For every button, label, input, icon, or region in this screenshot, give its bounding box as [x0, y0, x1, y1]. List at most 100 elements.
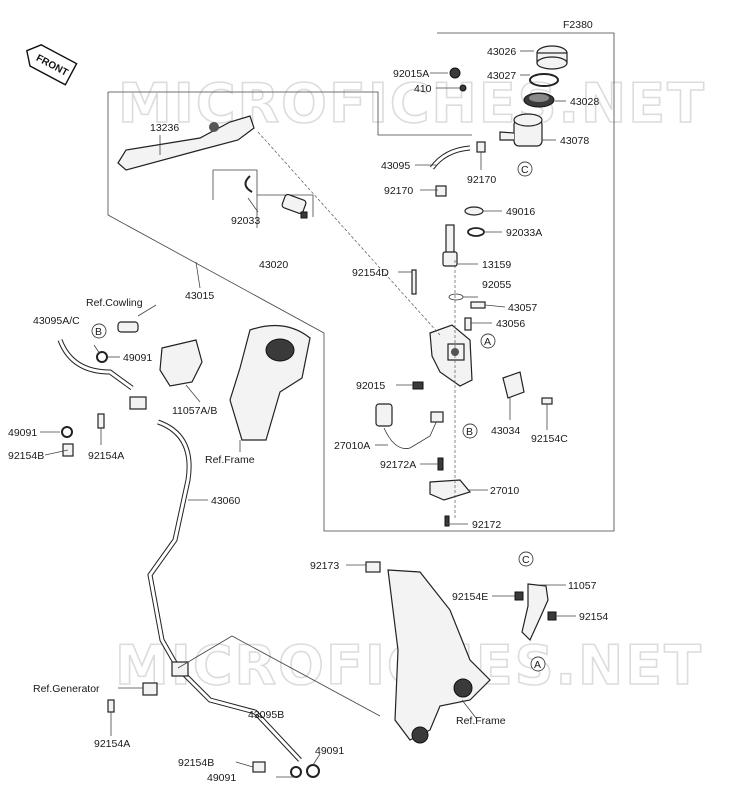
washer-49091a [96, 351, 108, 363]
label-92154: 92154 [579, 611, 608, 623]
callout-b-right: B [462, 423, 478, 439]
svg-text:B: B [466, 426, 473, 438]
label-92172: 92172 [472, 519, 501, 531]
clip-410 [459, 84, 467, 92]
clamp-92170b [435, 185, 447, 197]
screw-92172A [437, 457, 444, 471]
circlip-92033A [467, 227, 485, 237]
label-43060: 43060 [211, 495, 240, 507]
assembly-frame-top [108, 91, 472, 136]
bracket-11057 [521, 583, 549, 642]
label-43056: 43056 [496, 318, 525, 330]
svg-text:A: A [534, 659, 541, 671]
watermark-top: MICROFICHES.NET [118, 72, 706, 135]
label-11057: 11057 [568, 580, 597, 592]
diagram-id: F2380 [563, 19, 593, 31]
label-43015: 43015 [185, 290, 214, 302]
hose-43095AC [57, 339, 134, 391]
pivot-43020 [281, 193, 308, 219]
label-92154A-lower: 92154A [94, 738, 130, 750]
bolt-92154 [547, 611, 557, 621]
clutch-lever-13236 [117, 115, 255, 171]
fitting-ref-generator [142, 682, 158, 696]
washer-49091d [290, 766, 302, 778]
frame-part [387, 569, 491, 744]
bolt-92154C [541, 397, 553, 405]
label-410: 410 [414, 83, 432, 95]
svg-text:C: C [521, 164, 529, 176]
label-43078: 43078 [560, 135, 589, 147]
label-92015: 92015 [356, 380, 385, 392]
label-92172A: 92172A [380, 459, 416, 471]
label-92033: 92033 [231, 215, 260, 227]
bolt-92154D [411, 269, 417, 295]
label-49091-b: 49091 [8, 427, 37, 439]
label-ref-cowling: Ref.Cowling [86, 297, 143, 309]
front-arrow-icon: FRONT [26, 44, 78, 86]
label-27010A: 27010A [334, 440, 370, 452]
label-ref-frame-upper: Ref.Frame [205, 454, 255, 466]
label-43057: 43057 [508, 302, 537, 314]
clamp-92170 [476, 141, 486, 153]
label-13236: 13236 [150, 122, 179, 134]
bolt-92154A-lower [107, 699, 115, 713]
callout-a-upper: A [480, 333, 496, 349]
label-43027: 43027 [487, 70, 516, 82]
label-92170-b: 92170 [467, 174, 496, 186]
label-92154B-lower: 92154B [178, 757, 214, 769]
bleeder-43057 [470, 301, 486, 309]
label-27010: 27010 [490, 485, 519, 497]
label-43026: 43026 [487, 46, 516, 58]
label-13159: 13159 [482, 259, 511, 271]
cap-43056 [464, 317, 472, 331]
cap-gasket [529, 73, 559, 87]
callout-c-lower: C [518, 551, 534, 567]
reservoir [499, 113, 543, 147]
washer-49091c [306, 764, 320, 778]
reservoir-cap [536, 45, 568, 70]
label-43028: 43028 [570, 96, 599, 108]
callout-b-left: B [91, 323, 107, 339]
callout-a-lower: A [530, 656, 546, 672]
label-11057AB: 11057A/B [172, 405, 217, 417]
label-43095: 43095 [381, 160, 410, 172]
label-ref-generator: Ref.Generator [33, 683, 100, 695]
label-ref-frame-lower: Ref.Frame [456, 715, 506, 727]
label-92154B: 92154B [8, 450, 44, 462]
label-92033A: 92033A [506, 227, 542, 239]
bolt-ref-cowling [117, 321, 139, 333]
hose-joint [171, 661, 189, 677]
label-43095B: 43095B [248, 709, 284, 721]
screw-92015 [412, 381, 424, 390]
diaphragm [523, 92, 555, 108]
label-92154A: 92154A [88, 450, 124, 462]
label-92055: 92055 [482, 279, 511, 291]
label-49091-d: 49091 [315, 745, 344, 757]
switch-27010A [375, 403, 444, 449]
label-92154E: 92154E [452, 591, 488, 603]
washer-49091b [61, 426, 73, 438]
svg-text:B: B [95, 326, 102, 338]
clamp-43034 [502, 371, 525, 399]
master-cylinder-body [429, 324, 473, 387]
callout-c-upper: C [517, 161, 533, 177]
switch-27010 [429, 479, 472, 501]
bolt-92154B-lower [252, 761, 266, 773]
oring-92055 [448, 293, 464, 301]
label-92015A: 92015A [393, 68, 429, 80]
joint-block [129, 396, 147, 410]
label-49091-a: 49091 [123, 352, 152, 364]
label-43020: 43020 [259, 259, 288, 271]
label-92154C: 92154C [531, 433, 568, 445]
screw-92172 [444, 515, 450, 527]
label-92154D: 92154D [352, 267, 389, 279]
bracket-11057AB [159, 339, 203, 387]
bolt-92154A [97, 413, 105, 429]
washer-49016 [464, 206, 484, 216]
label-43095AC: 43095A/C [33, 315, 80, 327]
assembly-frame [107, 32, 615, 532]
bolt-92154E [514, 591, 524, 601]
cowling-part [229, 324, 311, 441]
circlip-92033 [244, 175, 253, 193]
